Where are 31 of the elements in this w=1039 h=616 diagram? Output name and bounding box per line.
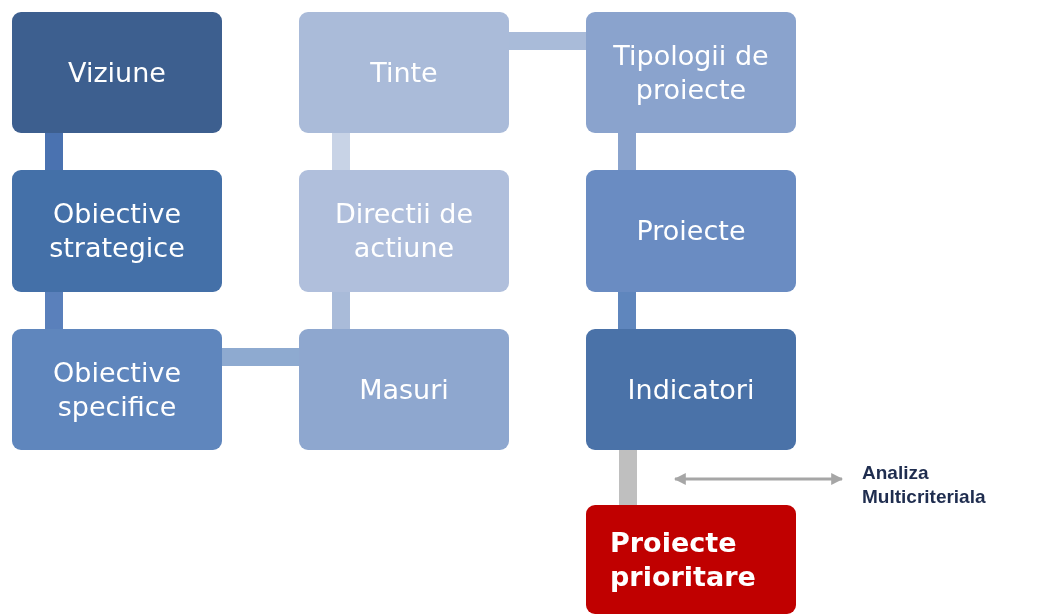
box-label: Indicatori	[627, 372, 755, 407]
connector-bar	[619, 450, 637, 505]
connector-bar	[45, 292, 63, 329]
box-label: Obiective strategice	[48, 197, 186, 265]
process-box	[586, 12, 796, 133]
box-label: Tipologii de proiecte	[612, 38, 770, 107]
box-label: Proiecte	[636, 214, 746, 248]
annotation-text: Analiza Multicriteriala	[862, 452, 1039, 518]
process-box	[12, 12, 222, 133]
connector-bar	[332, 292, 350, 329]
box-label: Tinte	[370, 55, 438, 90]
box-label: Directii de actiune	[333, 197, 475, 265]
box-label: Viziune	[68, 55, 166, 90]
connector-bar	[618, 133, 636, 170]
box-label: Obiective specifice	[52, 355, 182, 424]
connector-bar	[45, 133, 63, 170]
process-box	[586, 329, 796, 450]
process-box	[12, 170, 222, 292]
connector-bar	[222, 348, 299, 366]
double-arrow	[673, 473, 844, 485]
process-box	[586, 505, 796, 614]
box-label: Proiecte prioritare	[610, 525, 757, 594]
connector-bar	[332, 133, 350, 170]
connector-bar	[509, 32, 586, 50]
process-box	[12, 329, 222, 450]
process-box	[299, 329, 509, 450]
process-box	[586, 170, 796, 292]
connector-bar	[618, 292, 636, 329]
process-box	[299, 170, 509, 292]
box-label: Masuri	[359, 372, 449, 407]
process-box	[299, 12, 509, 133]
